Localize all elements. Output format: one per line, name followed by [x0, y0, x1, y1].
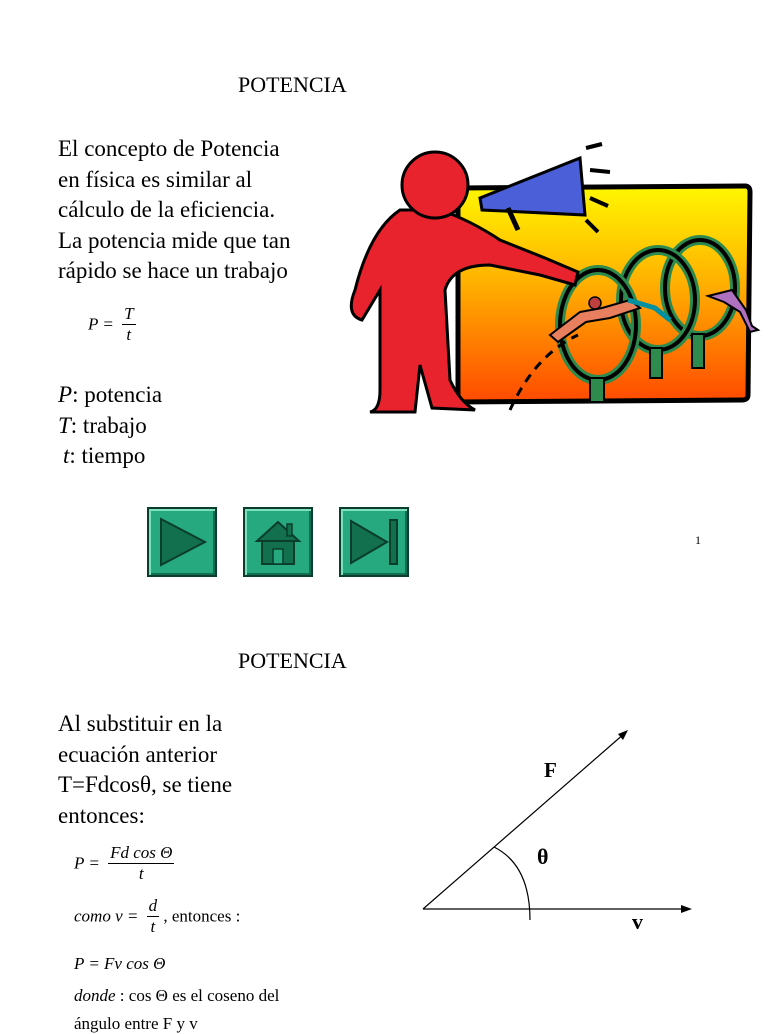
paragraph-line: ecuación anterior	[58, 741, 217, 767]
slide1-paragraph: El concepto de Potencia en física es sim…	[58, 134, 348, 287]
equation-where: donde : cos Θ es el coseno del	[74, 986, 279, 1006]
equation-prefix: como	[74, 906, 111, 926]
legend-item: P: potencia	[58, 380, 162, 411]
legend-text: : tiempo	[69, 443, 146, 468]
legend-symbol: t	[63, 443, 70, 468]
equation-lhs: P =	[74, 853, 100, 873]
paragraph-line: Al substituir en la	[58, 711, 223, 736]
equation-fraction: d t	[146, 896, 160, 937]
person-figure	[349, 150, 580, 414]
force-label: F	[544, 758, 557, 782]
jumper-figure	[548, 298, 643, 344]
play-button[interactable]	[147, 507, 217, 577]
force-arrowhead	[618, 730, 628, 740]
equation-angle-note: ángulo entre F y v	[74, 1014, 198, 1033]
equation-lhs: v =	[115, 906, 139, 926]
equation-denominator: t	[138, 864, 144, 883]
equation-denominator: t	[150, 917, 156, 936]
velocity-label: v	[632, 909, 643, 934]
formula-numerator: T	[122, 304, 136, 325]
home-button[interactable]	[243, 507, 313, 577]
megaphone-clipart	[349, 142, 761, 414]
force-velocity-diagram: F θ v	[422, 730, 692, 934]
backdrop-panel	[455, 183, 753, 405]
power-formula: P = T t	[88, 304, 136, 345]
skip-end-button[interactable]	[339, 507, 409, 577]
force-vector	[422, 732, 626, 910]
megaphone-icon	[478, 142, 611, 234]
legend-text: : trabajo	[70, 412, 147, 438]
equation-numerator: Fd cos Θ	[108, 843, 175, 864]
formula-fraction: T t	[122, 304, 136, 345]
legend-item: t: tiempo	[58, 441, 162, 472]
slide2-title: POTENCIA	[238, 648, 347, 673]
equation-power-force: P = Fd cos Θ t	[74, 843, 175, 884]
skip-end-icon	[350, 519, 398, 565]
home-icon	[254, 520, 302, 565]
legend-item: T: trabajo	[58, 411, 162, 442]
variable-legend: P: potencia T: trabajo t: tiempo	[58, 380, 162, 472]
paragraph-line: La potencia mide que tan	[58, 227, 291, 253]
legend-symbol: T	[58, 412, 71, 438]
legend-text: : potencia	[72, 382, 163, 407]
paragraph-line: rápido se hace un trabajo	[58, 258, 288, 283]
equation-fraction: Fd cos Θ t	[108, 843, 175, 884]
paragraph-line: en física es similar al	[58, 166, 253, 192]
paragraph-line: entonces:	[58, 802, 145, 828]
formula-lhs: P =	[88, 314, 114, 334]
equation-velocity: como v = d t , entonces :	[74, 896, 240, 937]
slide2-paragraph: Al substituir en la ecuación anterior T=…	[58, 709, 318, 831]
angle-arc	[493, 846, 531, 921]
rings-icon	[555, 235, 740, 403]
paragraph-line: cálculo de la eficiencia.	[58, 197, 276, 222]
jumper-figure	[704, 288, 761, 334]
velocity-arrowhead	[681, 905, 692, 913]
equation-numerator: d	[146, 896, 160, 917]
paragraph-line: T=Fdcosθ, se tiene	[58, 772, 233, 797]
legend-symbol: P	[58, 382, 73, 407]
play-icon	[160, 517, 208, 567]
paragraph-line: El concepto de Potencia	[58, 136, 280, 161]
trajectory	[508, 333, 579, 411]
slide1-title: POTENCIA	[238, 72, 347, 97]
angle-label: θ	[537, 844, 548, 869]
equation-prefix: donde	[74, 986, 116, 1005]
page-number: 1	[695, 533, 701, 547]
equation-suffix: : cos Θ es el coseno del	[119, 986, 280, 1005]
formula-denominator: t	[126, 325, 132, 344]
equation-suffix: , entonces :	[163, 906, 241, 926]
equation-power-velocity: P = Fv cos Θ	[74, 954, 166, 973]
